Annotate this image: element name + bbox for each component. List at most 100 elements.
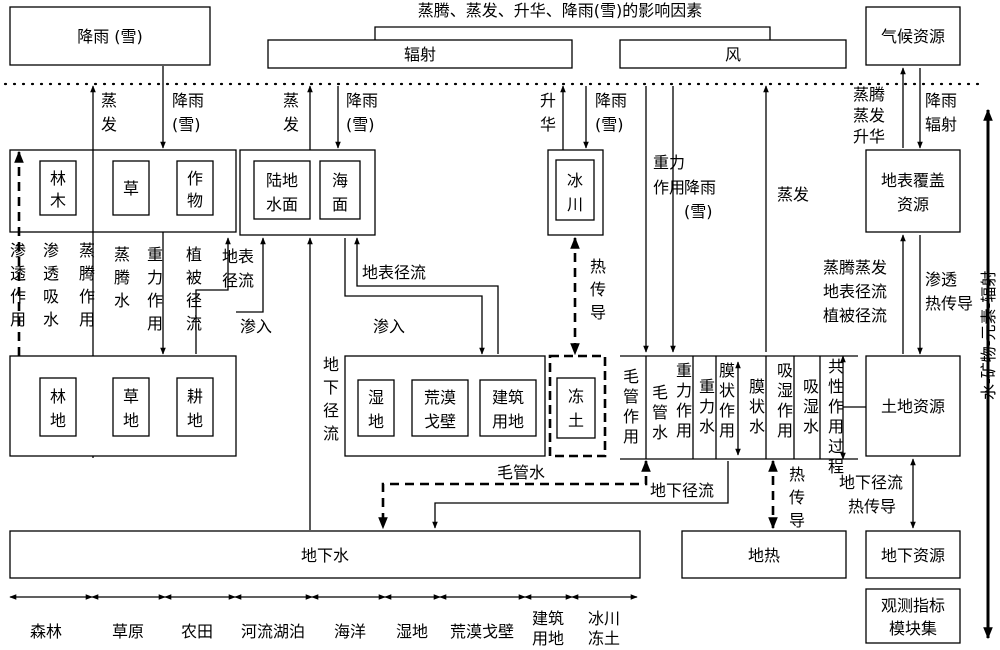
indicators-label-b: 模块集 <box>889 619 937 638</box>
vertical-glyph: 用 <box>147 314 163 333</box>
vertical-glyph: 性 <box>828 377 844 396</box>
climate-down-label-b: 辐射 <box>925 115 957 134</box>
heat-conduction-label: 热传导 <box>590 257 606 322</box>
vertical-glyph: 传 <box>789 488 805 507</box>
infil-heat-label-b: 热传导 <box>925 294 973 313</box>
underground-label-b: 热传导 <box>848 497 896 516</box>
vertical-glyph: 流 <box>186 314 202 333</box>
header-bracket <box>374 26 771 40</box>
climate-up-label-c: 升华 <box>853 127 885 146</box>
vertical-glyph: 重 <box>676 361 692 380</box>
vertical-glyph: 流 <box>323 424 339 443</box>
surface-cover-resource-box: 地表覆盖 资源 <box>865 149 961 233</box>
surface-runoff-arrow-b <box>354 237 499 354</box>
capillary-water-arrow <box>378 459 651 530</box>
radiation-box: 辐射 <box>267 39 573 69</box>
evaporation-label-2a: 蒸 <box>283 91 299 110</box>
frozen-soil-label-b: 土 <box>568 411 584 430</box>
vertical-glyph: 渗 <box>10 241 26 260</box>
vertical-glyph: 管 <box>623 387 639 406</box>
precipitation-label-1b: (雪) <box>172 115 201 134</box>
glacier-label-b: 川 <box>567 195 583 214</box>
ecosystem-farmland: 农田 <box>181 622 213 641</box>
vertical-glyph: 吸 <box>43 287 59 306</box>
land-parcels-box: 林 地 草 地 耕 地 <box>9 355 237 457</box>
evap-mid-label: 蒸发 <box>777 185 809 204</box>
vertical-glyph: 水 <box>652 423 668 442</box>
vertical-glyph: 作 <box>10 287 26 306</box>
ecosystem-grassland: 草原 <box>112 622 144 641</box>
precipitation-label-3a: 降雨 <box>595 91 627 110</box>
vertical-glyph: 下 <box>323 378 339 397</box>
header-title: 蒸腾、蒸发、升华、降雨(雪)的影响因素 <box>418 1 703 20</box>
vertical-glyph: 膜 <box>719 361 735 380</box>
vertical-glyph: 用 <box>777 421 793 440</box>
veg-runoff-label: 植被径流 <box>186 245 202 333</box>
water-surface-box: 陆地 水面 海 面 <box>239 149 376 236</box>
vertical-glyph: 渗 <box>43 241 59 260</box>
precipitation-label-2a: 降雨 <box>346 91 378 110</box>
infiltration-arrow-b <box>344 238 485 355</box>
vertical-glyph: 用 <box>719 421 735 440</box>
vertical-glyph: 径 <box>323 401 339 420</box>
evaporation-label-1b: 发 <box>101 115 117 134</box>
vertical-glyph: 毛 <box>652 383 668 402</box>
evaporation-label-2b: 发 <box>283 115 299 134</box>
vertical-glyph: 用 <box>828 417 844 436</box>
transpiration-water-label: 蒸腾水 <box>114 245 130 310</box>
vertical-glyph: 力 <box>147 268 163 287</box>
evaporation-label-1a: 蒸 <box>101 91 117 110</box>
vertical-glyph: 作 <box>777 401 793 420</box>
construction-label-b: 用地 <box>492 412 524 431</box>
ecosystem-label-line: 冻土 <box>588 629 620 648</box>
vertical-glyph: 导 <box>789 511 805 530</box>
vertical-glyph: 蒸 <box>114 245 130 264</box>
vertical-glyph: 毛 <box>623 367 639 386</box>
vertical-glyph: 共 <box>828 357 844 376</box>
infiltration-a-label: 渗入 <box>240 317 272 336</box>
climate-resource-box: 气候资源 <box>865 6 961 66</box>
vertical-glyph: 膜 <box>749 377 765 396</box>
underground-resource-box: 地下资源 <box>865 530 961 579</box>
vertical-glyph: 透 <box>10 264 26 283</box>
climate-up-label-a: 蒸腾 <box>853 85 885 104</box>
vertical-glyph: 作 <box>147 291 163 310</box>
precip-header-label: 降雨 (雪) <box>77 27 143 46</box>
vertical-glyph: 力 <box>676 381 692 400</box>
vertical-glyph: 径 <box>186 291 202 310</box>
capillary-water-label: 毛管水 <box>497 463 545 482</box>
surface-runoff-a-label-a: 地表 <box>222 247 254 266</box>
vertical-glyph: 用 <box>676 421 692 440</box>
vertical-glyph: 作 <box>719 401 735 420</box>
precipitation-label-1a: 降雨 <box>172 91 204 110</box>
land-water-label-b: 水面 <box>266 195 298 214</box>
vertical-glyph: 水 <box>699 417 715 436</box>
vertical-glyph: 地 <box>323 355 339 374</box>
vertical-glyph: 热 <box>789 465 805 484</box>
ecosystem-label-line: 冰川 <box>588 609 620 628</box>
vertical-glyph: 蒸 <box>79 241 95 260</box>
wind-box: 风 <box>619 39 847 69</box>
landscape-box: 湿 地 荒漠 戈壁 建筑 用地 <box>344 355 546 457</box>
ecosystem-river-lake: 河流湖泊 <box>241 622 305 641</box>
groundwater-runoff-h-arrow <box>432 461 729 529</box>
groundwater-box: 地下水 <box>9 530 641 579</box>
gravity-label-a: 重力 <box>653 153 685 172</box>
climate-down-label-a: 降雨 <box>925 91 957 110</box>
heat-conduction-v-label: 热传导 <box>789 465 805 530</box>
vertical-glyph: 过 <box>828 437 844 456</box>
sublimation-label-b: 华 <box>540 115 556 134</box>
right-mid-label-c: 植被径流 <box>823 306 887 325</box>
indicators-box: 观测指标 模块集 <box>865 588 961 644</box>
veg-runoff-arrow <box>195 237 231 354</box>
desert-label-a: 荒漠 <box>424 388 456 407</box>
vertical-glyph: 程 <box>828 457 844 476</box>
climate-up-label-b: 蒸发 <box>853 106 885 125</box>
